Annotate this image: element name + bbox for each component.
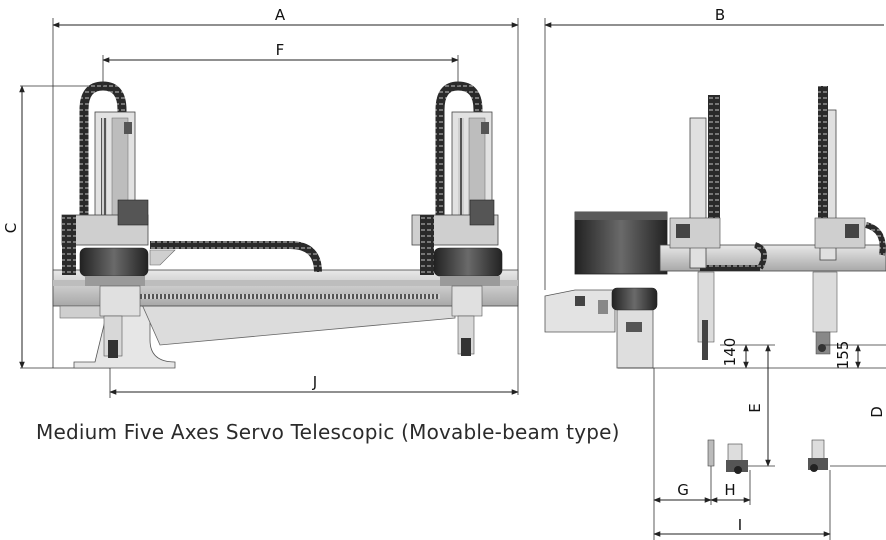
dimension-E: E bbox=[746, 344, 775, 467]
dimension-J: J bbox=[109, 368, 519, 398]
dimension-B: B bbox=[544, 6, 884, 28]
dimension-D: D bbox=[868, 406, 886, 418]
diagram-caption: Medium Five Axes Servo Telescopic (Movab… bbox=[36, 420, 620, 444]
dimension-C: C bbox=[2, 85, 25, 369]
dim-label-140: 140 bbox=[721, 338, 739, 367]
dim-label-e: E bbox=[746, 403, 764, 412]
dim-label-c: C bbox=[2, 223, 20, 233]
dimension-H: H bbox=[710, 470, 751, 505]
gripper-positions bbox=[707, 439, 886, 474]
dimension-F: F bbox=[102, 41, 459, 86]
dimension-155: 155 bbox=[834, 341, 861, 370]
dim-label-f: F bbox=[276, 41, 285, 59]
dim-label-h: H bbox=[724, 481, 735, 499]
dim-label-155: 155 bbox=[834, 341, 852, 370]
left-arm-assembly bbox=[61, 81, 149, 358]
dimension-140: 140 bbox=[721, 338, 749, 369]
dim-label-j: J bbox=[312, 373, 317, 391]
dim-label-d: D bbox=[868, 406, 886, 418]
dimension-I: I bbox=[653, 470, 831, 540]
front-view-machine bbox=[20, 18, 519, 395]
dim-label-g: G bbox=[677, 481, 689, 499]
side-view-machine bbox=[544, 18, 886, 369]
dim-label-b: B bbox=[715, 6, 725, 24]
dimension-G: G bbox=[653, 368, 712, 540]
dimension-A: A bbox=[52, 6, 519, 28]
right-arm-assembly bbox=[411, 81, 503, 356]
dim-label-i: I bbox=[738, 516, 742, 534]
dim-label-a: A bbox=[275, 6, 286, 24]
